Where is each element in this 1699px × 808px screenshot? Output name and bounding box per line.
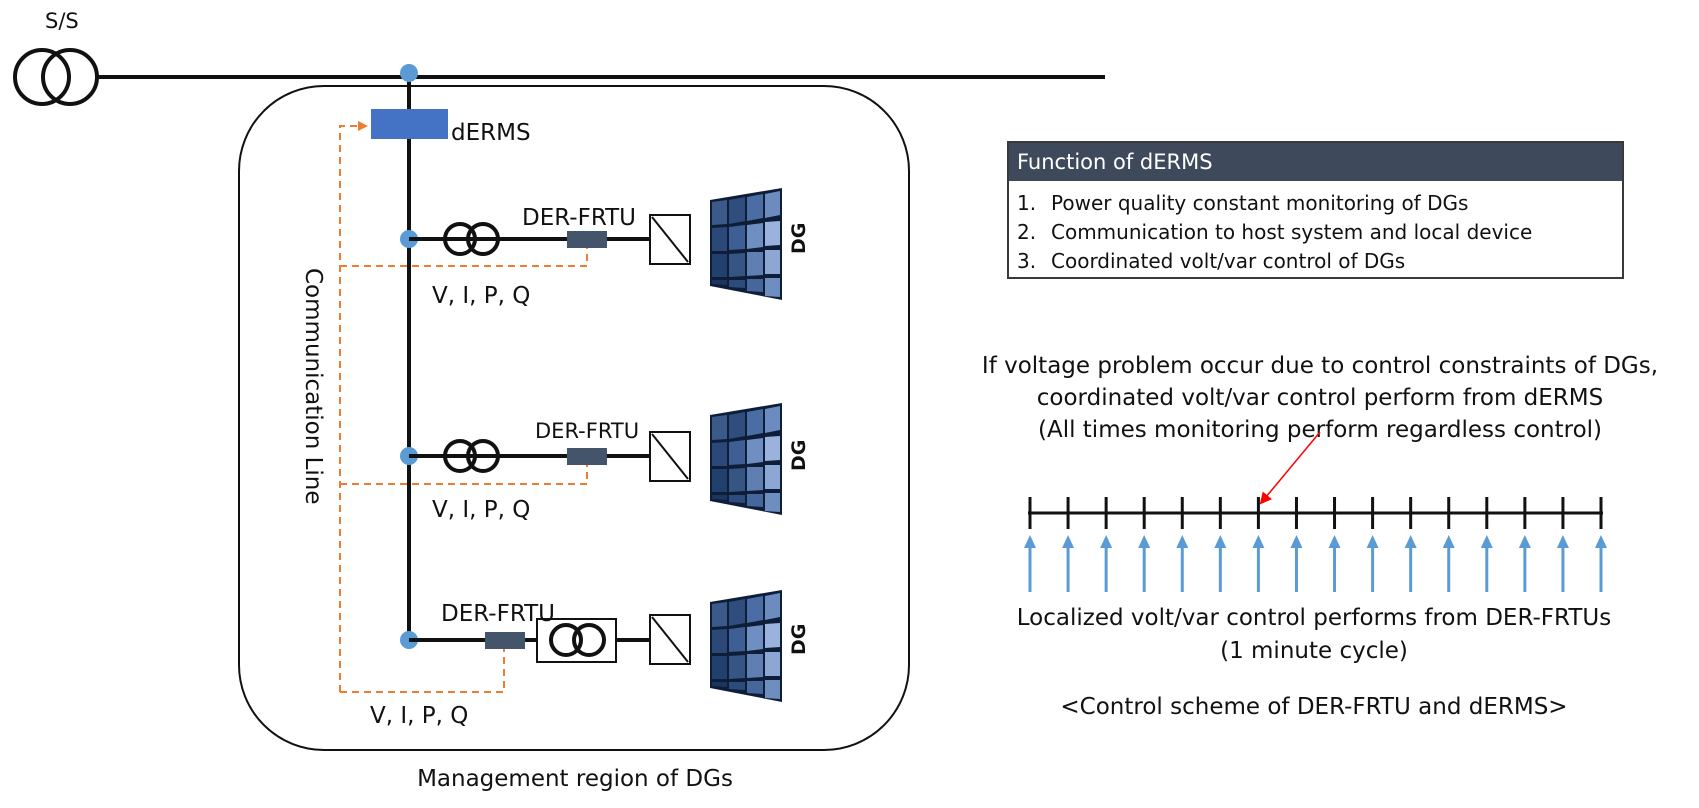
derms-label: dERMS (451, 120, 531, 146)
function-list: 1. Power quality constant monitoring of D… (1009, 181, 1622, 276)
frtu-label-1: DER-FRTU (522, 205, 636, 231)
inverter-icon (649, 614, 691, 665)
management-region-boundary (238, 85, 910, 751)
measurement-label-1: V, I, P, Q (432, 283, 530, 309)
der-frtu-block (567, 448, 607, 465)
feeder-2 (409, 403, 782, 515)
function-item: 1. Power quality constant monitoring of D… (1017, 189, 1622, 218)
function-item: 2. Communication to host system and local… (1017, 218, 1622, 247)
cycle-arrow-icon (1024, 535, 1036, 592)
communication-lines (339, 121, 588, 693)
solar-panel-icon (710, 188, 782, 300)
cycle-arrow-icon (1176, 535, 1189, 592)
cycle-arrow-icon (1595, 535, 1607, 592)
coordination-note-line-1: If voltage problem occur due to control … (982, 353, 1658, 379)
feeder-3 (409, 590, 782, 702)
der-frtu-block (485, 632, 525, 649)
transformer-icon (443, 439, 500, 473)
function-item-text: Communication to host system and local d… (1051, 220, 1533, 244)
inverter-icon (649, 431, 691, 482)
frtu-label-2: DER-FRTU (535, 419, 639, 443)
substation-transformer-icon (13, 48, 99, 106)
figure-caption: <Control scheme of DER-FRTU and dERMS> (1060, 694, 1567, 720)
function-item-text: Coordinated volt/var control of DGs (1051, 249, 1406, 273)
measurement-label-2: V, I, P, Q (432, 497, 530, 523)
cycle-arrow-icon (1404, 535, 1417, 592)
timeline-ticks (1028, 497, 1603, 529)
cycle-arrow-icon (1480, 535, 1493, 592)
dg-label-1: DG (788, 223, 810, 254)
coordination-note-line-3: (All times monitoring perform regardless… (1038, 417, 1602, 443)
cycle-arrow-icon (1062, 535, 1075, 592)
function-item: 3. Coordinated volt/var control of DGs (1017, 247, 1622, 276)
function-item-number: 1. (1017, 191, 1037, 215)
solar-panel-icon (710, 590, 782, 702)
cycle-arrow-icon (1214, 535, 1227, 592)
function-item-number: 3. (1017, 249, 1037, 273)
node-dot-icon (400, 64, 418, 82)
cycle-arrow-icon (1290, 535, 1303, 592)
cycle-arrow-icon (1328, 535, 1341, 592)
derms-block (371, 109, 448, 139)
region-label: Management region of DGs (417, 766, 733, 792)
dg-label-2: DG (788, 440, 810, 471)
cycle-arrow-icon (1100, 535, 1113, 592)
inverter-icon (649, 214, 691, 265)
feeder-1 (409, 188, 782, 300)
cycle-arrows (1024, 535, 1607, 592)
solar-panel-icon (710, 403, 782, 515)
cycle-arrow-icon (1442, 535, 1455, 592)
frtu-label-3: DER-FRTU (441, 601, 555, 627)
measurement-label-3: V, I, P, Q (370, 703, 468, 729)
function-box-title: Function of dERMS (1009, 143, 1622, 181)
function-item-number: 2. (1017, 220, 1037, 244)
cycle-arrow-icon (1138, 535, 1151, 592)
cycle-arrow-icon (1252, 535, 1265, 592)
communication-line-label: Communication Line (300, 268, 326, 505)
dg-label-3: DG (788, 624, 810, 655)
der-frtu-block (567, 231, 607, 248)
pointer-arrow (1259, 431, 1321, 505)
localized-note-line-2: (1 minute cycle) (1220, 638, 1408, 664)
function-item-text: Power quality constant monitoring of DGs (1051, 191, 1469, 215)
substation-label: S/S (45, 9, 79, 33)
cycle-arrow-icon (1556, 535, 1569, 592)
function-of-derms-box: Function of dERMS 1. Power quality consta… (1007, 141, 1624, 279)
transformer-icon (443, 222, 500, 256)
localized-note-line-1: Localized volt/var control performs from… (1017, 605, 1611, 631)
transformer-icon (549, 623, 606, 657)
coordination-note-line-2: coordinated volt/var control perform fro… (1037, 385, 1603, 411)
cycle-arrow-icon (1518, 535, 1531, 592)
cycle-arrow-icon (1366, 535, 1379, 592)
